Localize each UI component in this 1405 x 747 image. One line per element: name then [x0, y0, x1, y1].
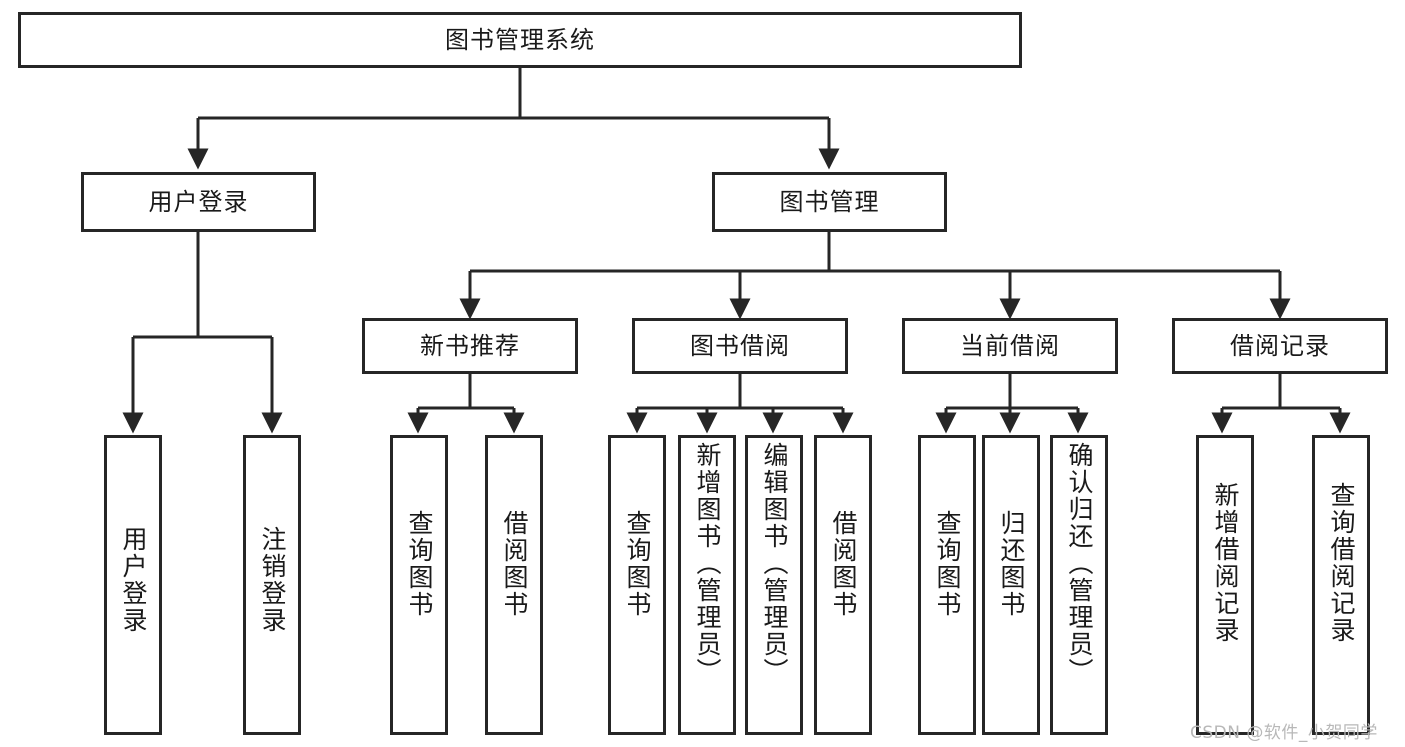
- node-label: 确认归还（管理员）: [1065, 442, 1094, 685]
- node-label: 注销登录: [258, 526, 287, 634]
- leaf-current-query-books[interactable]: 查询图书: [918, 435, 976, 735]
- node-label: 借阅图书: [500, 510, 529, 618]
- node-label: 借阅图书: [829, 510, 858, 618]
- node-borrowing-records[interactable]: 借阅记录: [1172, 318, 1388, 374]
- node-label: 新增图书（管理员）: [693, 442, 722, 685]
- node-book-borrowing[interactable]: 图书借阅: [632, 318, 848, 374]
- leaf-current-return-books[interactable]: 归还图书: [982, 435, 1040, 735]
- node-label: 新增借阅记录: [1211, 482, 1240, 644]
- node-book-management[interactable]: 图书管理: [712, 172, 947, 232]
- leaf-borrow-edit-book-admin[interactable]: 编辑图书（管理员）: [745, 435, 803, 735]
- node-current-borrowing[interactable]: 当前借阅: [902, 318, 1118, 374]
- node-label: 图书管理系统: [445, 25, 595, 54]
- leaf-new-book-borrow-books[interactable]: 借阅图书: [485, 435, 543, 735]
- node-label: 编辑图书（管理员）: [760, 442, 789, 685]
- node-label: 用户登录: [148, 187, 249, 216]
- leaf-user-login-login[interactable]: 用户登录: [104, 435, 162, 735]
- leaf-new-book-query-books[interactable]: 查询图书: [390, 435, 448, 735]
- leaf-records-query-record[interactable]: 查询借阅记录: [1312, 435, 1370, 735]
- node-label: 图书借阅: [690, 331, 790, 360]
- node-label: 查询图书: [405, 510, 434, 618]
- node-label: 查询图书: [623, 510, 652, 618]
- node-library-management-system[interactable]: 图书管理系统: [18, 12, 1022, 68]
- leaf-borrow-query-books[interactable]: 查询图书: [608, 435, 666, 735]
- node-label: 图书管理: [779, 187, 880, 216]
- node-label: 查询图书: [933, 510, 962, 618]
- node-label: 查询借阅记录: [1327, 482, 1356, 644]
- csdn-watermark: CSDN @软件_小贺同学: [1190, 723, 1378, 743]
- leaf-user-login-logout[interactable]: 注销登录: [243, 435, 301, 735]
- node-user-login[interactable]: 用户登录: [81, 172, 316, 232]
- node-label: 归还图书: [997, 510, 1026, 618]
- node-label: 用户登录: [119, 526, 148, 634]
- node-new-book-recommendation[interactable]: 新书推荐: [362, 318, 578, 374]
- leaf-borrow-lend-books[interactable]: 借阅图书: [814, 435, 872, 735]
- leaf-current-confirm-return-admin[interactable]: 确认归还（管理员）: [1050, 435, 1108, 735]
- node-label: 当前借阅: [960, 331, 1060, 360]
- leaf-borrow-add-book-admin[interactable]: 新增图书（管理员）: [678, 435, 736, 735]
- leaf-records-add-record[interactable]: 新增借阅记录: [1196, 435, 1254, 735]
- node-label: 新书推荐: [420, 331, 520, 360]
- node-label: 借阅记录: [1230, 331, 1330, 360]
